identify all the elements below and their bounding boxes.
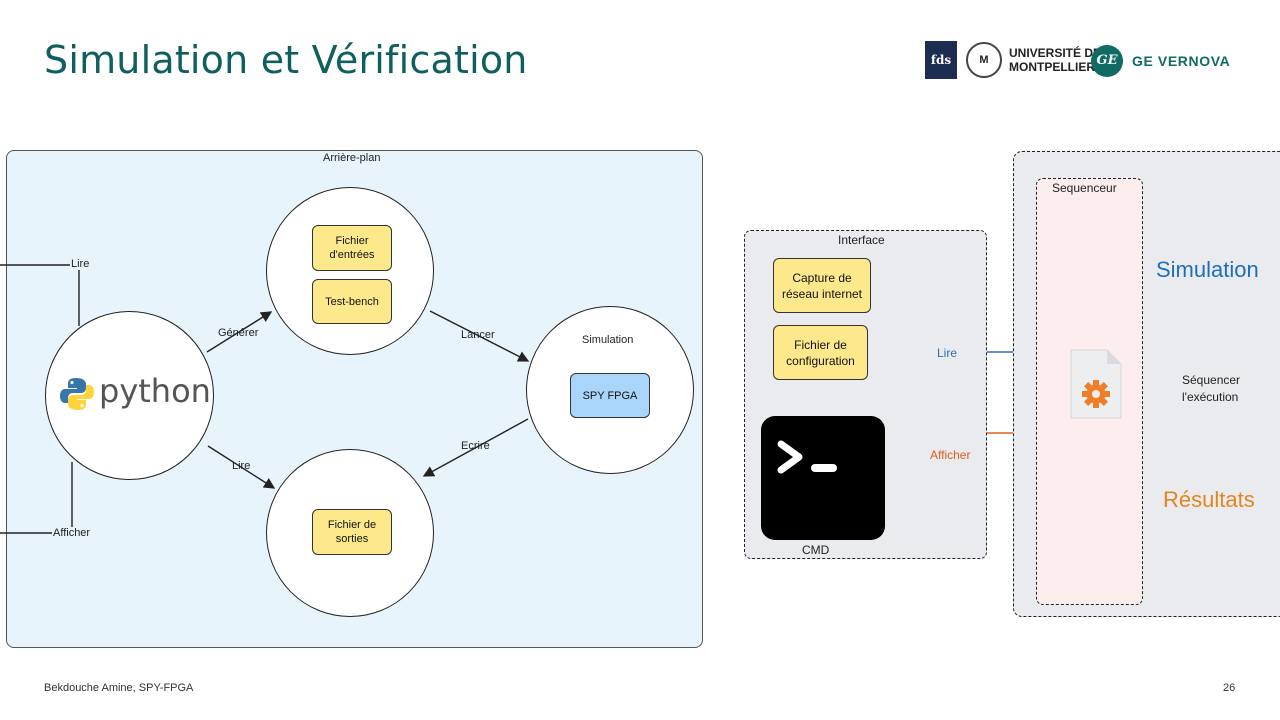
outputs-file-box: Fichier de sorties (312, 509, 392, 555)
inputs-file-box: Fichier d'entrées (312, 225, 392, 271)
edge-lancer-line (429, 310, 530, 362)
panel-label: Arrière-plan (323, 152, 381, 164)
capture-box: Capture de réseau internet (773, 258, 871, 313)
resultats-text: Résultats (1163, 487, 1255, 512)
ge-logo-text: GE VERNOVA (1132, 53, 1231, 69)
python-logo-icon (60, 378, 94, 410)
config-box: Fichier de configuration (773, 325, 868, 380)
edge-ecrire-line (422, 418, 529, 477)
edge-afficher-right-label: Afficher (930, 448, 971, 462)
edge-lire-right-label: Lire (937, 346, 958, 360)
testbench-box: Test-bench (312, 279, 392, 324)
python-label: python (99, 372, 211, 410)
spy-fpga-box: SPY FPGA (570, 373, 650, 418)
edge-generer-line (206, 311, 273, 353)
edge-lire-bottom-line (207, 445, 276, 489)
edge-lire-top-line (0, 264, 80, 326)
config-gear-file-icon (1070, 349, 1122, 419)
edge-lire-top-label: Lire (70, 258, 91, 270)
interface-label: Interface (838, 233, 885, 247)
terminal-prompt-glyph (777, 440, 837, 474)
edge-afficher-line (0, 462, 73, 534)
inputs-node (266, 187, 434, 355)
edge-lire-bottom-label: Lire (232, 460, 251, 472)
terminal-icon (761, 416, 885, 540)
cmd-label: CMD (802, 543, 830, 557)
edge-afficher-label: Afficher (52, 527, 92, 539)
edge-ecrire-label: Ecrire (461, 440, 490, 452)
page-title: Simulation et Vérification (44, 38, 528, 82)
footer-author: Bekdouche Amine, SPY-FPGA (44, 682, 194, 694)
page-number: 26 (1223, 682, 1236, 694)
fds-logo: fds (925, 41, 957, 79)
edge-lancer-label: Lancer (461, 329, 495, 341)
simulation-text: Simulation (1156, 257, 1259, 282)
simulation-label: Simulation (582, 334, 634, 346)
sequenceur-label: Sequenceur (1052, 181, 1117, 195)
ge-logo-mark: GE (1091, 45, 1123, 77)
um-logo-mark: M (966, 42, 1002, 78)
um-logo-text: UNIVERSITÉ DE MONTPELLIER (1009, 46, 1102, 74)
edge-generer-label: Générer (218, 327, 259, 339)
sequencer-exec-label: Séquencer l'exécution (1182, 372, 1241, 406)
